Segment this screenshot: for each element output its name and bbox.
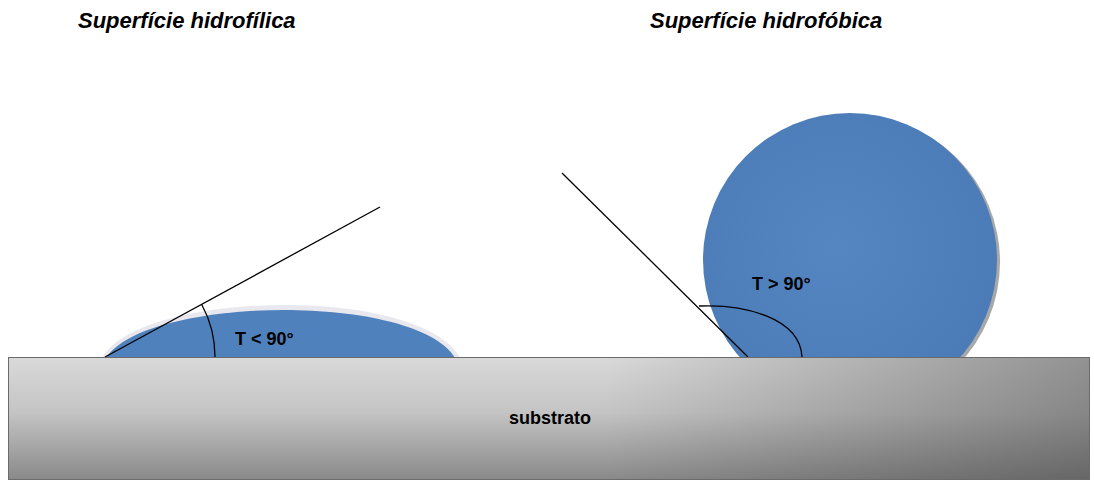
hydrophilic-drop-region: T < 90° xyxy=(105,300,455,357)
drop-rim xyxy=(102,305,460,358)
material-label: substrato xyxy=(509,408,591,429)
surface-heading: Superfície hidrofílica xyxy=(78,8,296,34)
angle-label: T > 90° xyxy=(752,274,811,295)
angle-label: T < 90° xyxy=(235,329,294,350)
tangent-line xyxy=(105,207,380,357)
angle-arc xyxy=(699,306,802,357)
substrate-block: substrato xyxy=(8,357,1090,480)
angle-arc xyxy=(202,304,215,357)
hydrophilic-drop xyxy=(106,310,455,358)
surface-heading: Superfície hidrofóbica xyxy=(650,8,882,34)
hydrophobic-drop-region: T > 90° xyxy=(703,113,997,357)
tangent-line xyxy=(562,173,748,357)
